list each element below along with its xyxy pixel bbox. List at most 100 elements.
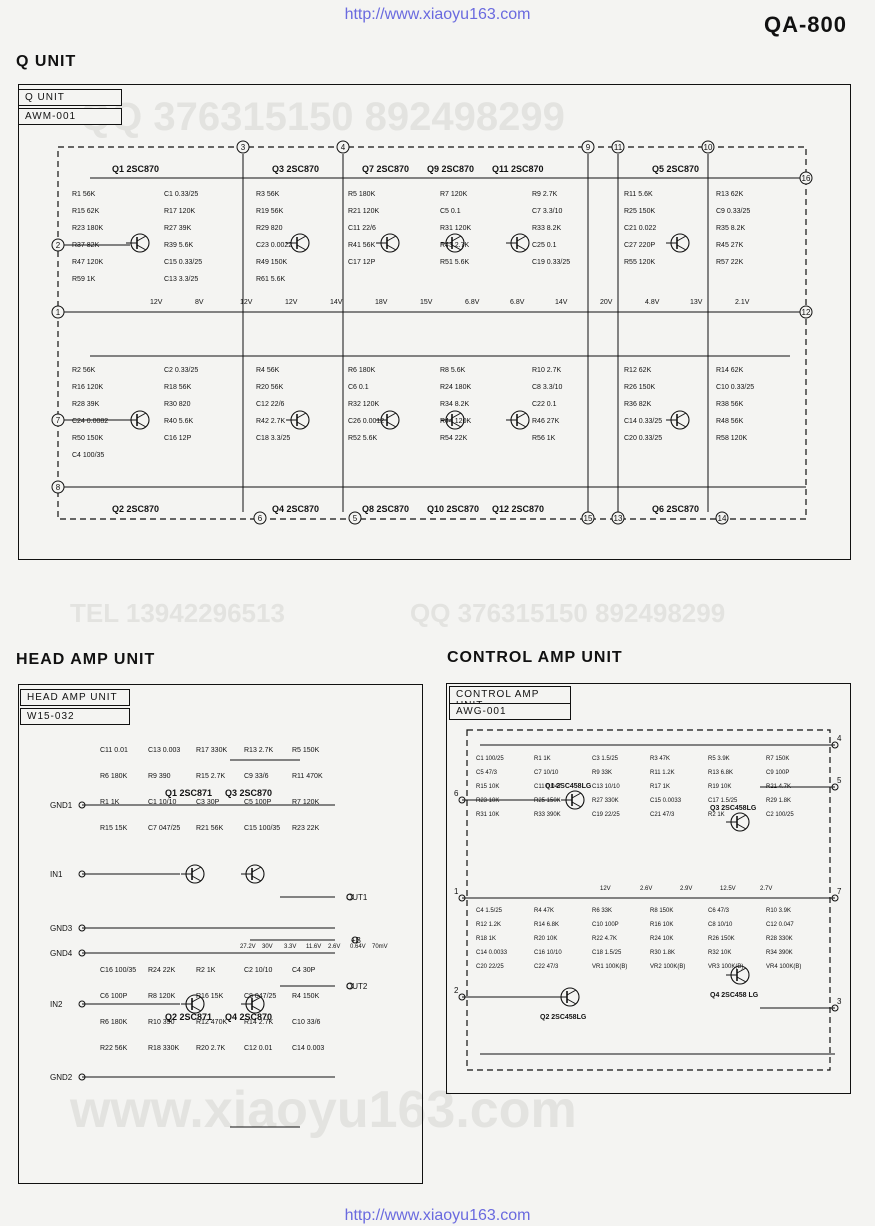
head-amp-label-r1-1k-10: R1 1K (100, 799, 120, 806)
q-transistor-q7-2sc870 (376, 233, 400, 253)
q-terminal-4: 4 (336, 140, 350, 154)
head-amp-transistor-label-q3-2sc870: Q3 2SC870 (225, 788, 272, 798)
head-amp-label-b-c8-047-25-8: C8 047/25 (244, 993, 276, 1000)
q-bottom-label-c24-0-0082-24: C24 0.0082 (72, 418, 108, 425)
q-transistor-q5-2sc870 (666, 233, 690, 253)
q-terminal-1: 1 (51, 305, 65, 319)
control-amp-label-b-r28-330k-17: R28 330K (766, 936, 793, 942)
watermark-tel: TEL 13942296513 (70, 598, 285, 628)
control-amp-label-b-r16-10k-9: R16 10K (650, 922, 673, 928)
q-top-label-r43-2-7k-28: R43 2.7K (440, 242, 470, 249)
control-amp-label-b-c18-1-5-25-20: C18 1.5/25 (592, 950, 622, 956)
control-amp-label-b-r12-1-2k-6: R12 1.2K (476, 922, 501, 928)
source-url-top[interactable]: http://www.xiaoyu163.com (344, 6, 531, 23)
q-bottom-label-c10-0-33-25-15: C10 0.33/25 (716, 384, 754, 391)
control-amp-label-r25-150k-19: R25 150K (534, 798, 561, 804)
q-bottom-label-r4-56k-2: R4 56K (256, 367, 280, 374)
svg-text:+B: +B (351, 936, 361, 945)
control-amp-label-b-c8-10-10-10: C8 10/10 (708, 922, 733, 928)
q-terminal-14: 14 (715, 511, 729, 525)
q-top-label-r41-56k-27: R41 56K (348, 242, 376, 249)
head-amp-transistor-q4-2sc870 (241, 994, 265, 1014)
head-amp-terminal-b: +B (351, 936, 361, 945)
control-amp-label-b-c14-0-0033-18: C14 0.0033 (476, 950, 508, 956)
q-voltage-4-8v-11: 4.8V (645, 299, 660, 306)
control-amp-label-r21-4-7k-17: R21 4.7K (766, 784, 791, 790)
q-bottom-label-c6-0-1-11: C6 0.1 (348, 384, 369, 391)
q-bottom-label-r36-82k-22: R36 82K (624, 401, 652, 408)
watermark-qq-mid: QQ 376315150 892498299 (410, 598, 726, 628)
control-amp-label-b-vr3-100k-b-28: VR3 100K(B) (708, 964, 743, 970)
control-amp-label-b-r8-150k-3: R8 150K (650, 908, 673, 914)
q-transistor-q8-2sc870 (376, 410, 400, 430)
head-amp-label-r9-390-6: R9 390 (148, 773, 171, 780)
q-top-label-r51-5-6k-36: R51 5.6K (440, 259, 470, 266)
control-amp-transistor-q1-2sc458lg (561, 790, 585, 810)
control-amp-frame (446, 683, 851, 1094)
head-amp-terminal-gnd2: GND2 (50, 1073, 86, 1082)
head-amp-label-c5-100p-13: C5 100P (244, 799, 272, 806)
q-top-label-r45-27k-31: R45 27K (716, 242, 744, 249)
control-amp-label-r31-10k-24: R31 10K (476, 812, 499, 818)
head-amp-label-b-r14-2-7k-13: R14 2.7K (244, 1019, 274, 1026)
q-transistor-label-q2-2sc870: Q2 2SC870 (112, 504, 159, 514)
control-amp-label-b-r18-1k-12: R18 1K (476, 936, 496, 942)
control-amp-label-c11-0-047-13: C11 0.047 (534, 784, 562, 790)
control-amp-label-b-r6-33k-2: R6 33K (592, 908, 612, 914)
q-bottom-label-r32-120k-19: R32 120K (348, 401, 379, 408)
control-amp-label-r23-10k-18: R23 10K (476, 798, 499, 804)
control-amp-label-r27-330k-20: R27 330K (592, 798, 619, 804)
svg-text:5: 5 (353, 514, 358, 523)
control-amp-label-r7-150k-5: R7 150K (766, 756, 789, 762)
q-top-label-c17-12p-35: C17 12P (348, 259, 376, 266)
q-voltage-14v-4: 14V (330, 299, 343, 306)
q-top-label-c21-0-022-22: C21 0.022 (624, 225, 656, 232)
q-terminal-16: 16 (799, 171, 813, 185)
head-amp-title: HEAD AMP UNIT (16, 651, 156, 668)
head-amp-transistor-label-q2-2sc871: Q2 2SC871 (165, 1012, 212, 1022)
control-amp-label-r15-10k-12: R15 10K (476, 784, 499, 790)
control-amp-label-b-r30-1-8k-21: R30 1.8K (650, 950, 675, 956)
head-amp-terminal-gnd4: GND4 (50, 949, 86, 958)
control-amp-label-r33-390k-25: R33 390K (534, 812, 561, 818)
q-voltage-13v-12: 13V (690, 299, 703, 306)
control-amp-label-r29-1-8k-23: R29 1.8K (766, 798, 791, 804)
head-amp-terminal-gnd3: GND3 (50, 924, 86, 933)
q-transistor-label-q11-2sc870: Q11 2SC870 (492, 164, 544, 174)
head-amp-label-b-r22-56k-15: R22 56K (100, 1045, 128, 1052)
control-amp-voltage-2-9v-2: 2.9V (680, 886, 692, 892)
control-amp-label-b-c16-10-10-19: C16 10/10 (534, 950, 562, 956)
q-top-label-c5-0-1-12: C5 0.1 (440, 208, 461, 215)
head-amp-label-r7-120k-14: R7 120K (292, 799, 320, 806)
q-transistor-label-q3-2sc870: Q3 2SC870 (272, 164, 319, 174)
q-top-label-r39-5-6k-25: R39 5.6K (164, 242, 194, 249)
head-amp-label-b-c12-0-01-18: C12 0.01 (244, 1045, 273, 1052)
q-bottom-label-c8-3-3-10-13: C8 3.3/10 (532, 384, 562, 391)
control-amp-label-r2-1k-28: R2 1K (708, 812, 725, 818)
control-amp-label-b-vr2-100k-b-27: VR2 100K(B) (650, 964, 685, 970)
control-amp-terminal-6: 6 (454, 789, 466, 804)
control-amp-transistor-q2-2sc458lg (556, 987, 580, 1007)
svg-text:IN1: IN1 (50, 870, 63, 879)
q-top-label-r31-120k-20: R31 120K (440, 225, 471, 232)
q-bottom-label-r44-120k-28: R44 120K (440, 418, 471, 425)
head-amp-label-r5-150k-4: R5 150K (292, 747, 320, 754)
head-amp-label-c9-33-6-8: C9 33/6 (244, 773, 269, 780)
head-amp-label-r15-15k-15: R15 15K (100, 825, 128, 832)
source-url-bottom[interactable]: http://www.xiaoyu163.com (344, 1207, 531, 1224)
head-amp-voltage-11-6v-3: 11.6V (306, 944, 321, 950)
head-amp-label-r11-470k-9: R11 470K (292, 773, 323, 780)
head-amp-label-c7-047-25-16: C7 047/25 (148, 825, 180, 832)
q-transistor-q4-2sc870 (286, 410, 310, 430)
q-top-label-r23-180k-16: R23 180K (72, 225, 103, 232)
q-top-label-r19-56k-10: R19 56K (256, 208, 284, 215)
control-amp-label-r5-3-9k-4: R5 3.9K (708, 756, 730, 762)
q-bottom-label-r20-56k-10: R20 56K (256, 384, 284, 391)
control-amp-label-c2-100-25-29: C2 100/25 (766, 812, 794, 818)
q-bottom-label-c18-3-3-25-34: C18 3.3/25 (256, 435, 290, 442)
head-amp-label-b-r24-22k-1: R24 22K (148, 967, 176, 974)
head-amp-label-c15-100-35-18: C15 100/35 (244, 825, 280, 832)
q-transistor-q9-2sc870 (441, 233, 465, 253)
q-terminal-8: 8 (51, 480, 65, 494)
q-unit-frame (18, 84, 851, 560)
